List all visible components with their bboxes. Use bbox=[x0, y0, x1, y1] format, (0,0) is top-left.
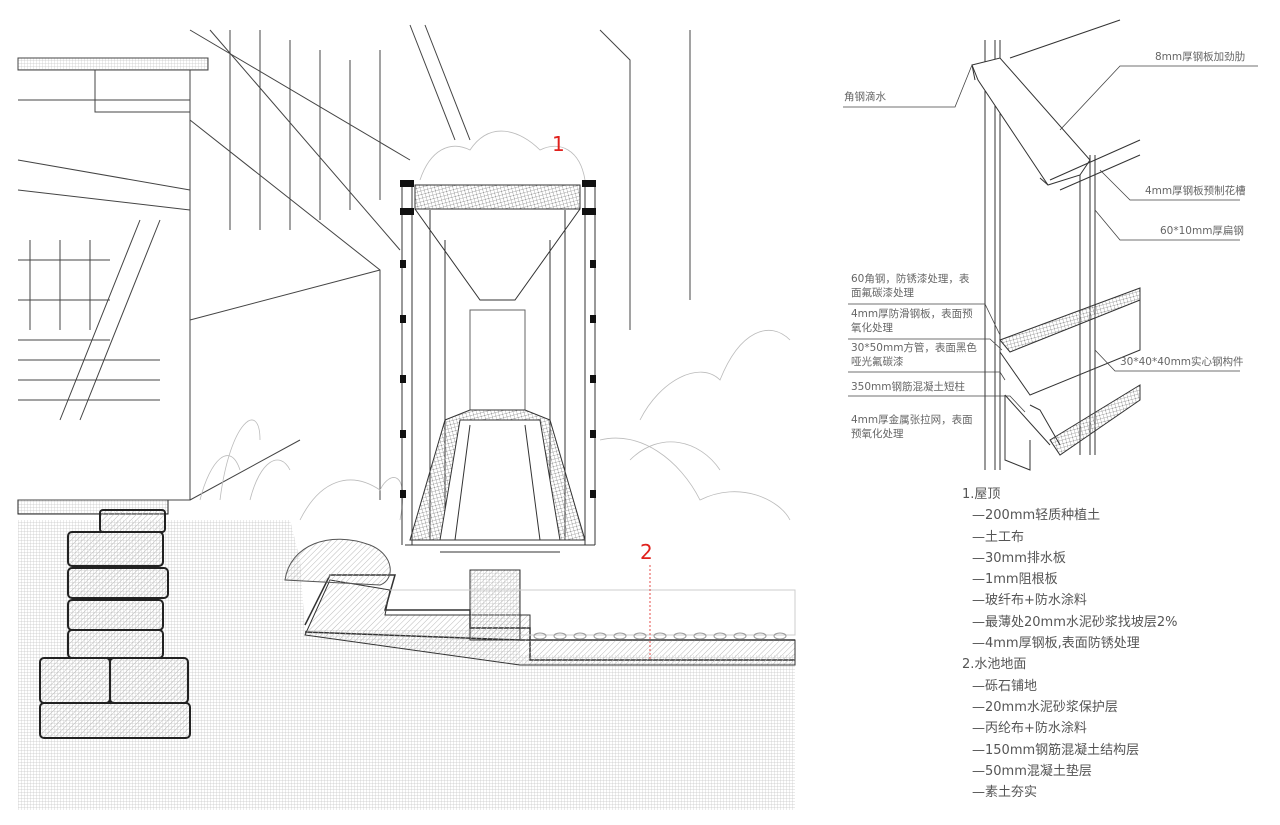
label-angle-drip: 角钢滴水 bbox=[844, 91, 886, 103]
bridge-section bbox=[400, 180, 596, 553]
marker-2: 2 bbox=[640, 540, 653, 564]
label-stiffener: 8mm厚钢板加劲肋 bbox=[1155, 51, 1246, 63]
building-elevation bbox=[17, 24, 691, 501]
legend-item: —20mm水泥砂浆保护层 bbox=[972, 699, 1118, 715]
legend-item: —素土夯实 bbox=[972, 785, 1038, 801]
label-flat-steel: 60*10mm厚扁钢 bbox=[1160, 225, 1244, 237]
leader-lines bbox=[843, 64, 1258, 413]
stone-foundation bbox=[17, 499, 191, 739]
legend-item: —最薄处20mm水泥砂浆找坡层2% bbox=[972, 614, 1178, 630]
label-mesh: 4mm厚金属张拉网，表面预氧化处理 bbox=[851, 414, 973, 440]
rock bbox=[284, 538, 391, 586]
label-solid-steel: 30*40*40mm实心钢构件 bbox=[1120, 356, 1244, 368]
label-square-tube: 30*50mm方管，表面黑色哑光氟碳漆 bbox=[851, 342, 977, 368]
label-short-column: 350mm钢筋混凝土短柱 bbox=[851, 381, 965, 393]
legend-item: —砾石铺地 bbox=[972, 678, 1038, 694]
legend-item: —4mm厚钢板,表面防锈处理 bbox=[972, 636, 1140, 652]
legend-item: —1mm阻根板 bbox=[972, 572, 1058, 588]
legend-item: —50mm混凝土垫层 bbox=[972, 763, 1092, 779]
marker-1: 1 bbox=[552, 132, 565, 156]
legend-item: —玻纤布+防水涂料 bbox=[972, 593, 1087, 609]
axonometric-detail bbox=[971, 19, 1141, 471]
ground-section bbox=[18, 520, 796, 810]
label-angle-steel: 60角钢，防锈漆处理，表面氟碳漆处理 bbox=[851, 273, 970, 299]
legend-item: —150mm钢筋混凝土结构层 bbox=[972, 742, 1140, 758]
label-planter: 4mm厚钢板预制花槽 bbox=[1145, 185, 1246, 197]
legend-item: —土工布 bbox=[972, 529, 1025, 545]
legend-pool-title: 2.水池地面 bbox=[962, 657, 1027, 673]
label-anti-slip: 4mm厚防滑钢板，表面预氧化处理 bbox=[851, 308, 973, 334]
legend-item: —200mm轻质种植土 bbox=[972, 508, 1101, 524]
material-legend: 1.屋顶 —200mm轻质种植土 —土工布 —30mm排水板 —1mm阻根板 —… bbox=[962, 484, 1178, 803]
legend-item: —丙纶布+防水涂料 bbox=[972, 721, 1087, 737]
legend-item: —30mm排水板 bbox=[972, 550, 1066, 566]
legend-roof-title: 1.屋顶 bbox=[962, 487, 1001, 502]
